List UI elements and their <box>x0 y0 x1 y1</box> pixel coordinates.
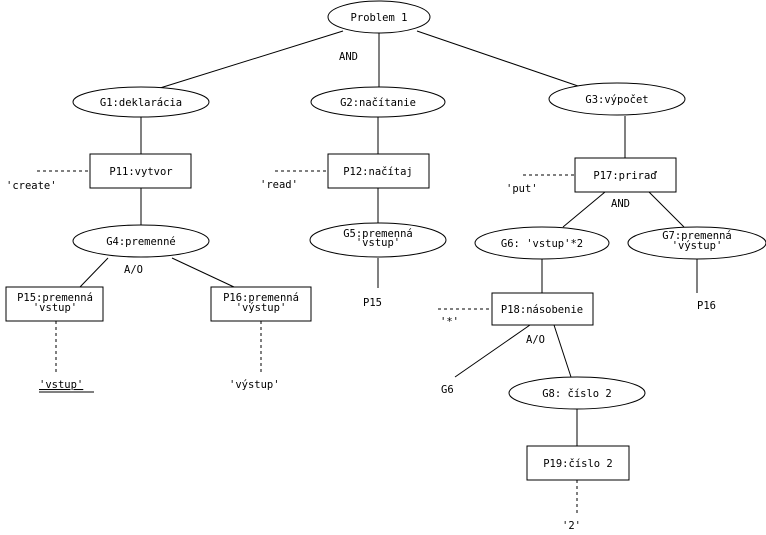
terminal-vystup: 'výstup' <box>229 379 280 391</box>
goal-node-g5: G5:premenná 'vstup' <box>309 222 447 258</box>
edge-root-g1 <box>159 30 344 89</box>
procedure-node-p17: P17:priraď <box>574 157 677 193</box>
edge-p18-g6ref <box>454 324 531 378</box>
edge-g4-p15 <box>79 257 109 288</box>
edge-label-and: AND <box>611 198 630 210</box>
reference-p15: P15 <box>363 297 382 309</box>
reference-g6: G6 <box>441 384 454 396</box>
edge-p18-g8 <box>553 324 572 378</box>
goal-node-label: G4:premenné <box>106 236 176 248</box>
procedure-node-label: P11:vytvor <box>109 166 172 178</box>
goal-node-label: G1:deklarácia <box>100 97 182 109</box>
procedure-node-label: P12:načítaj <box>343 166 413 178</box>
edge-label-ao: A/O <box>526 334 545 346</box>
procedure-node-p19: P19:číslo 2 <box>526 445 630 481</box>
procedure-node-label-line2: 'vstup' <box>33 302 77 314</box>
goal-node-g6: G6: 'vstup'*2 <box>474 226 610 260</box>
goal-node-g3: G3:výpočet <box>548 82 686 116</box>
edge-p17-g7 <box>648 191 685 228</box>
terminal-two: '2' <box>562 520 581 532</box>
goal-node-label-line1: G7:premenná <box>662 230 732 242</box>
goal-node-root: Problem 1 <box>327 0 431 34</box>
edge-g4-p16 <box>171 257 235 288</box>
goal-node-label: G8: číslo 2 <box>542 388 612 400</box>
terminal-star: '*' <box>440 316 459 328</box>
goal-node-label: G6: 'vstup'*2 <box>501 238 583 250</box>
procedure-node-label: P17:priraď <box>593 170 657 182</box>
goal-node-g1: G1:deklarácia <box>72 86 210 118</box>
procedure-node-label-line2: 'výstup' <box>236 302 287 314</box>
goal-node-label: G3:výpočet <box>585 94 648 106</box>
terminal-read: 'read' <box>260 179 298 191</box>
procedure-node-label-line1: P15:premenná <box>17 292 93 304</box>
procedure-node-p15: P15:premenná 'vstup' <box>5 286 104 322</box>
goal-node-label: G2:načítanie <box>340 97 416 109</box>
goal-node-g2: G2:načítanie <box>310 86 446 118</box>
terminal-vstup: 'vstup' <box>39 379 83 391</box>
procedure-node-p16: P16:premenná 'výstup' <box>210 286 312 322</box>
goal-node-g7: G7:premenná 'výstup' <box>627 226 766 260</box>
procedure-node-p11: P11:vytvor <box>89 153 192 189</box>
edge-root-g3 <box>416 30 579 87</box>
edge-label-ao: A/O <box>124 264 143 276</box>
goal-node-g8: G8: číslo 2 <box>508 376 646 410</box>
edges <box>37 30 698 515</box>
goal-node-label-line2: 'vstup' <box>356 237 400 249</box>
goal-node-label: Problem 1 <box>351 12 408 24</box>
goal-node-label-line2: 'výstup' <box>672 240 723 252</box>
procedure-node-label: P18:násobenie <box>501 304 583 316</box>
edge-p17-g6 <box>562 191 606 228</box>
procedure-node-p12: P12:načítaj <box>327 153 430 189</box>
edge-label-and: AND <box>339 51 358 63</box>
procedure-node-p18: P18:násobenie <box>491 292 594 326</box>
procedure-node-label-line1: P16:premenná <box>223 292 299 304</box>
terminal-put: 'put' <box>506 183 538 195</box>
goal-node-g4: G4:premenné <box>72 224 210 258</box>
reference-p16: P16 <box>697 300 716 312</box>
procedure-node-label: P19:číslo 2 <box>543 458 613 470</box>
goal-node-label-line1: G5:premenná <box>343 228 413 240</box>
terminal-create: 'create' <box>6 180 57 192</box>
